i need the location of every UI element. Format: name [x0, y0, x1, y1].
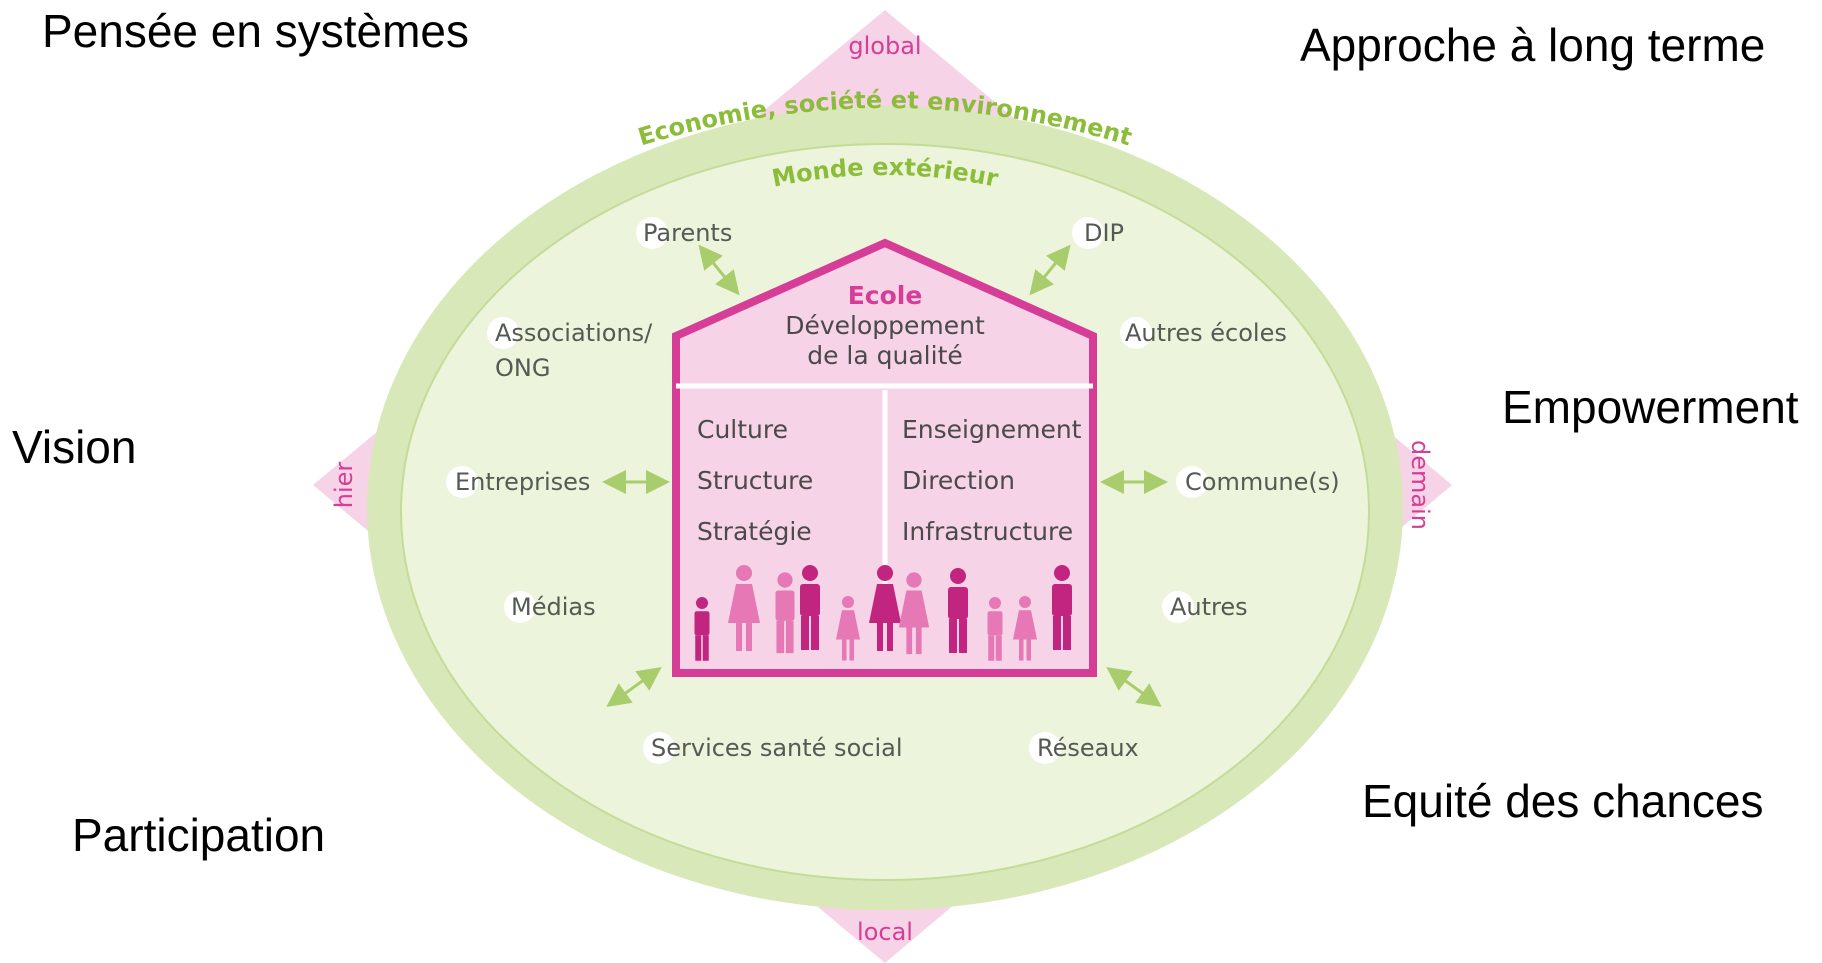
principle-equity: Equité des chances: [1362, 775, 1764, 827]
house-direction: Direction: [902, 466, 1015, 495]
stakeholder-parents: Parents: [643, 219, 732, 247]
house-teaching: Enseignement: [902, 415, 1082, 444]
stakeholder-associations-1: Associations/: [495, 319, 653, 347]
stakeholder-dip: DIP: [1084, 219, 1124, 247]
principle-long-term: Approche à long terme: [1300, 19, 1766, 71]
axis-demain: demain: [1406, 440, 1434, 530]
stakeholder-media: Médias: [511, 593, 596, 621]
stakeholder-other-schools: Autres écoles: [1125, 319, 1287, 347]
principle-empowerment: Empowerment: [1502, 381, 1799, 433]
house-infrastructure: Infrastructure: [902, 517, 1073, 546]
stakeholder-communes: Commune(s): [1185, 468, 1340, 496]
axis-local: local: [857, 918, 913, 946]
house-structure: Structure: [697, 466, 813, 495]
axis-hier: hier: [330, 462, 358, 509]
stakeholder-associations-2: ONG: [495, 354, 550, 382]
stakeholder-others: Autres: [1170, 593, 1248, 621]
house-strategy: Stratégie: [697, 517, 812, 546]
school-house: Ecole Développement de la qualité Cultur…: [672, 238, 1097, 677]
axis-global: global: [848, 32, 921, 60]
principle-vision: Vision: [12, 421, 137, 473]
stakeholder-networks: Réseaux: [1037, 734, 1139, 762]
house-title: Ecole: [848, 281, 923, 310]
house-subtitle-2: de la qualité: [807, 341, 963, 370]
house-subtitle-1: Développement: [785, 311, 985, 340]
principle-systems-thinking: Pensée en systèmes: [42, 5, 470, 57]
house-culture: Culture: [697, 415, 788, 444]
principle-participation: Participation: [72, 809, 326, 861]
stakeholders: Parents DIP Associations/ ONG Autres éco…: [446, 217, 1340, 764]
stakeholder-companies: Entreprises: [455, 468, 590, 496]
stakeholder-health-services: Services santé social: [651, 734, 902, 762]
relation-arrows: [602, 244, 1168, 708]
